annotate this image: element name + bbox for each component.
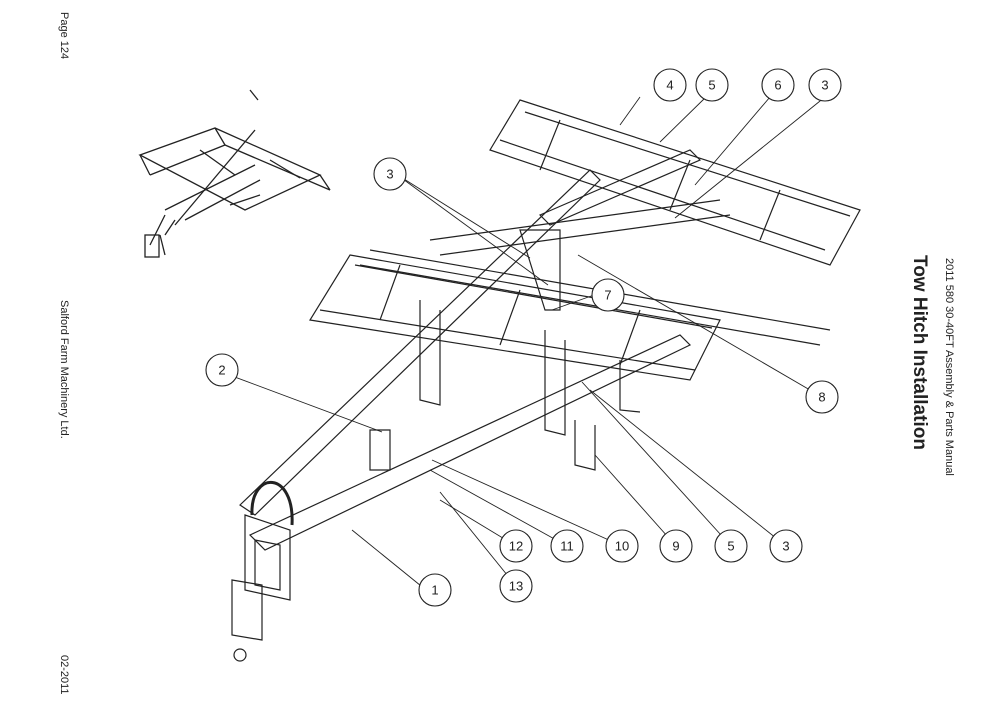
svg-text:7: 7 bbox=[604, 288, 611, 303]
svg-text:10: 10 bbox=[615, 539, 629, 554]
svg-text:2: 2 bbox=[218, 363, 225, 378]
svg-text:5: 5 bbox=[727, 539, 734, 554]
svg-text:12: 12 bbox=[509, 539, 523, 554]
svg-text:9: 9 bbox=[672, 539, 679, 554]
callout-4: 4 bbox=[653, 68, 687, 102]
callout-9: 9 bbox=[659, 529, 693, 563]
svg-text:13: 13 bbox=[509, 579, 523, 594]
callout-5-top: 5 bbox=[695, 68, 729, 102]
callout-11: 11 bbox=[550, 529, 584, 563]
svg-text:5: 5 bbox=[708, 78, 715, 93]
callout-5-bottom: 5 bbox=[714, 529, 748, 563]
callout-1: 1 bbox=[418, 573, 452, 607]
callout-10: 10 bbox=[605, 529, 639, 563]
leader-lines bbox=[215, 96, 826, 591]
svg-text:6: 6 bbox=[774, 78, 781, 93]
callout-3-bottom: 3 bbox=[769, 529, 803, 563]
svg-text:3: 3 bbox=[386, 167, 393, 182]
callout-2: 2 bbox=[205, 353, 239, 387]
callout-13: 13 bbox=[499, 569, 533, 603]
svg-text:8: 8 bbox=[818, 390, 825, 405]
callout-3-left: 3 bbox=[373, 157, 407, 191]
callout-6: 6 bbox=[761, 68, 795, 102]
thumbnail-illustration bbox=[138, 89, 331, 258]
callout-12: 12 bbox=[499, 529, 533, 563]
callout-7: 7 bbox=[591, 278, 625, 312]
callout-8: 8 bbox=[805, 380, 839, 414]
svg-text:3: 3 bbox=[821, 78, 828, 93]
callout-3-top-right: 3 bbox=[808, 68, 842, 102]
svg-text:1: 1 bbox=[431, 583, 438, 598]
svg-text:11: 11 bbox=[560, 539, 574, 554]
svg-text:4: 4 bbox=[666, 78, 673, 93]
svg-text:3: 3 bbox=[782, 539, 789, 554]
